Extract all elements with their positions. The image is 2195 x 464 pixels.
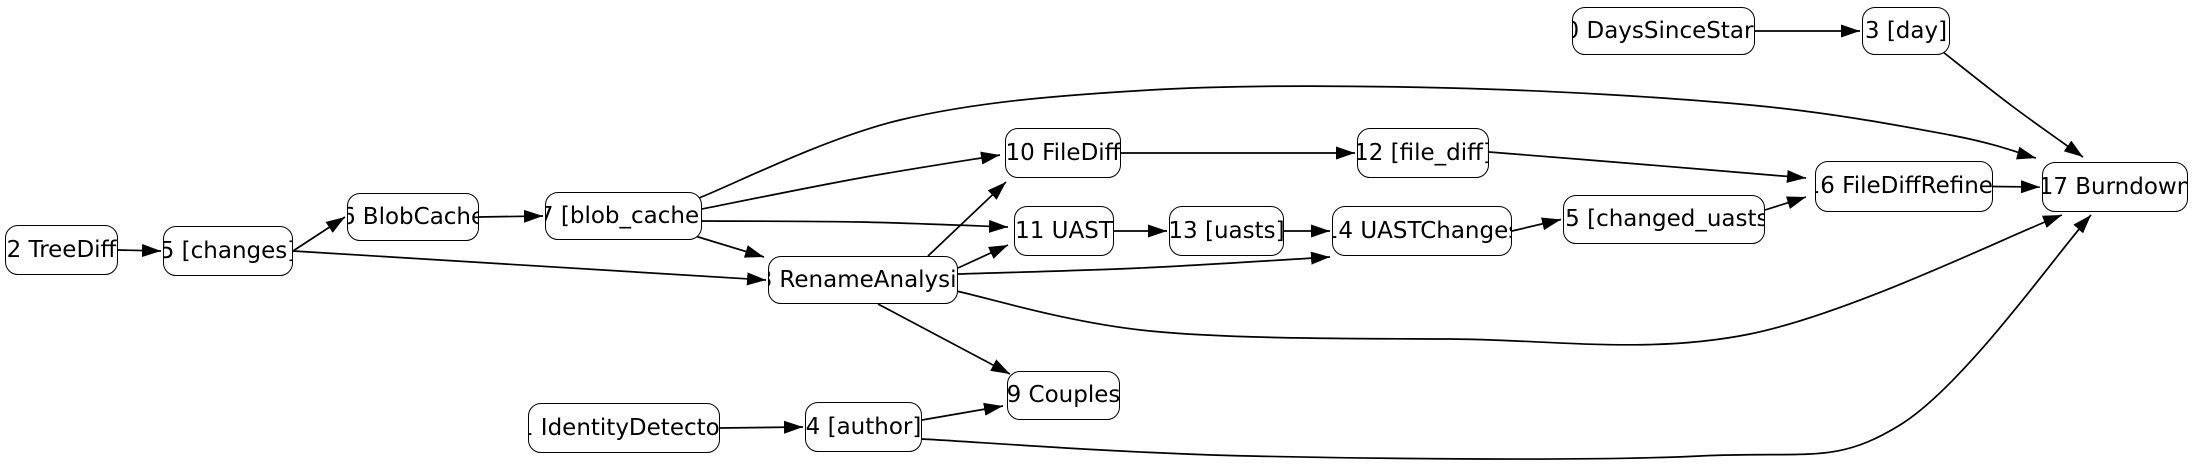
edge-7-to-8 (694, 235, 765, 258)
graph-node-11: 11 UAST (1014, 206, 1114, 256)
edge-12-to-16 (1488, 151, 1807, 183)
edge-8-to-9 (877, 303, 1011, 375)
graph-node-12: 12 [file_diff] (1357, 128, 1489, 178)
graph-node-6: 6 BlobCache (347, 193, 479, 241)
graph-node-10: 10 FileDiff (1005, 128, 1121, 178)
graph-node-16: 16 FileDiffRefiner (1815, 161, 1993, 212)
edge-5-to-6 (292, 216, 346, 252)
graph-node-2: 2 TreeDiff (5, 225, 118, 275)
edge-8-to-11 (957, 244, 1009, 269)
edge-5-to-8 (292, 250, 767, 286)
graph-node-1: 1 IdentityDetector (528, 403, 720, 453)
edge-6-to-7 (478, 209, 544, 223)
edge-4-to-9 (921, 402, 1004, 421)
graph-node-3: 3 [day] (1862, 7, 1950, 55)
edge-7-to-17 (698, 85, 2037, 199)
graph-node-9: 9 Couples (1007, 371, 1120, 420)
edge-8-to-17 (951, 214, 2063, 346)
edge-4-to-17 (921, 214, 2092, 460)
graph-node-7: 7 [blob_cache] (545, 192, 702, 240)
edge-8-to-14 (957, 251, 1331, 275)
edge-15-to-16 (1764, 196, 1807, 211)
graph-node-4: 4 [author] (805, 402, 922, 452)
edge-2-to-5 (117, 244, 162, 258)
graph-node-0: 0 DaysSinceStart (1572, 7, 1755, 55)
edge-1-to-4 (719, 420, 804, 434)
edge-8-to-10 (927, 181, 1007, 257)
edge-16-to-17 (1992, 180, 2041, 194)
edge-14-to-15 (1511, 217, 1562, 232)
edge-7-to-10 (701, 151, 1001, 210)
graph-node-14: 14 UASTChanges (1332, 206, 1512, 256)
edge-7-to-11 (701, 219, 1009, 233)
graph-node-8: 8 RenameAnalysis (768, 256, 958, 304)
graph-node-13: 13 [uasts] (1169, 206, 1284, 256)
graph-node-5: 5 [changes] (163, 226, 293, 276)
graph-node-15: 15 [changed_uasts] (1563, 195, 1765, 244)
edge-3-to-17 (1942, 51, 2084, 158)
graph-node-17: 17 Burndown (2042, 162, 2188, 212)
